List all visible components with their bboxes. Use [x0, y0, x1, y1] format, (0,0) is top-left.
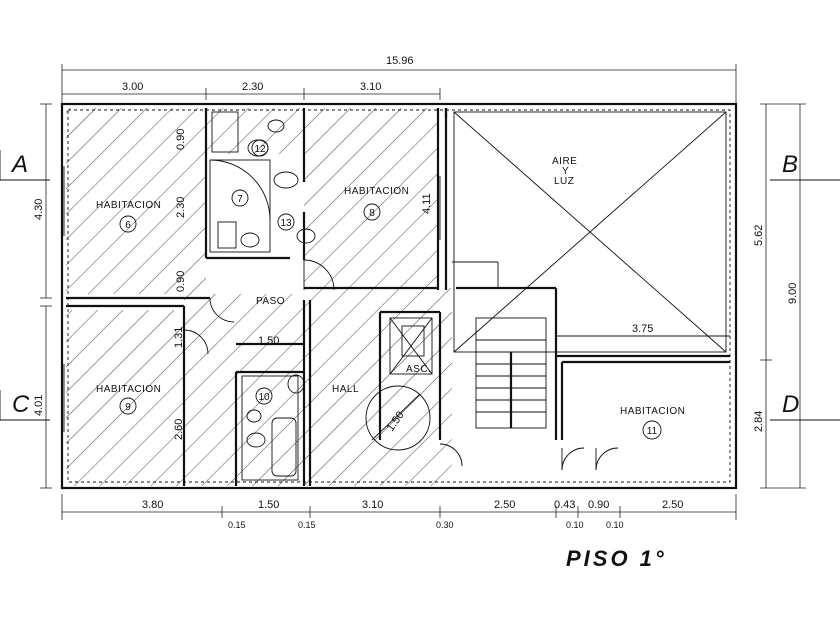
axis-label-d: D [782, 391, 799, 418]
room-label-aire: AIRE [552, 156, 577, 167]
air-light-shaft [453, 111, 727, 353]
dim-inner-375: 3.75 [632, 323, 653, 335]
turning-circle [365, 385, 431, 451]
dim-bottom-2: 1.50 [258, 499, 279, 511]
room-number-9: 9 [125, 402, 131, 413]
dim-right-lower: 2.84 [753, 411, 765, 432]
dim-bottom-s4: 0.10 [566, 520, 584, 530]
dim-bottom-s1: 0.15 [228, 520, 246, 530]
room-number-circle-11 [642, 420, 662, 440]
dim-bottom-4: 2.50 [494, 499, 515, 511]
fixture-number-7: 7 [237, 194, 243, 205]
fixture-circle-13 [277, 213, 295, 231]
dim-bottom-5: 0.43 [554, 499, 575, 511]
elevator-shaft [389, 317, 433, 375]
room-number-6: 6 [125, 220, 131, 231]
dim-right-total: 9.00 [787, 283, 799, 304]
room-number-8: 8 [369, 208, 375, 219]
fixture-circle-12 [251, 139, 269, 157]
axis-label-b: B [782, 151, 798, 178]
room-label-hab11: HABITACION [620, 406, 685, 417]
room-label-hab9: HABITACION [96, 384, 161, 395]
room-number-circle-8 [363, 203, 381, 221]
room-number-11: 11 [647, 426, 658, 437]
dim-bottom-3: 3.10 [362, 499, 383, 511]
room-label-asc: ASC. [406, 364, 431, 375]
room-label-hab6: HABITACION [96, 200, 161, 211]
dim-inner-150: 1.50 [258, 335, 279, 347]
dim-bottom-1: 3.80 [142, 499, 163, 511]
hatched-floor [66, 108, 452, 486]
turning-circle-diameter [371, 393, 421, 441]
fixture-number-13: 13 [280, 218, 292, 229]
inner-wall-line [67, 109, 731, 483]
outer-wall [60, 102, 738, 490]
dim-inner-131: 1.31 [173, 327, 185, 348]
dim-left-upper: 4.30 [33, 199, 45, 220]
room-label-y: Y [562, 166, 569, 177]
dim-inner-circle: 1.50 [385, 409, 407, 433]
interior-walls [66, 108, 730, 486]
axis-label-c: C [12, 391, 30, 418]
dim-top-3: 3.10 [360, 81, 381, 93]
axis-label-a: A [10, 151, 28, 178]
dim-top-total: 15.96 [386, 55, 414, 67]
floor-title: PISO 1° [566, 546, 667, 571]
doors [183, 259, 619, 471]
staircase [475, 317, 547, 429]
fixture-number-12: 12 [254, 144, 266, 155]
dim-left-lower: 4.01 [33, 395, 45, 416]
room-label-hall: HALL [332, 384, 359, 395]
fixture-number-10: 10 [258, 392, 270, 403]
fixture-circle-10 [255, 387, 273, 405]
dim-bottom-s2: 0.15 [298, 520, 316, 530]
room-number-circle-9 [119, 397, 137, 415]
dimension-lines [40, 64, 806, 520]
axis-markers [0, 150, 840, 421]
dim-right-upper: 5.62 [753, 225, 765, 246]
dim-inner-090b: 0.90 [175, 271, 187, 292]
room-label-hab8: HABITACION [344, 186, 409, 197]
dim-bottom-6: 0.90 [588, 499, 609, 511]
bathroom-fixtures [209, 111, 316, 481]
room-number-circle-6 [119, 215, 137, 233]
dim-inner-260: 2.60 [173, 419, 185, 440]
room-label-paso: PASO [256, 296, 285, 307]
windows [63, 166, 441, 432]
room-label-luz: LUZ [554, 176, 574, 187]
dim-inner-230: 2.30 [175, 197, 187, 218]
dim-bottom-s3: 0.30 [436, 520, 454, 530]
dim-top-2: 2.30 [242, 81, 263, 93]
dim-inner-090: 0.90 [175, 129, 187, 150]
dim-top-1: 3.00 [122, 81, 143, 93]
dim-bottom-7: 2.50 [662, 499, 683, 511]
dim-inner-411: 4.11 [421, 193, 433, 214]
fixture-circle-7 [231, 189, 249, 207]
dim-bottom-s5: 0.10 [606, 520, 624, 530]
